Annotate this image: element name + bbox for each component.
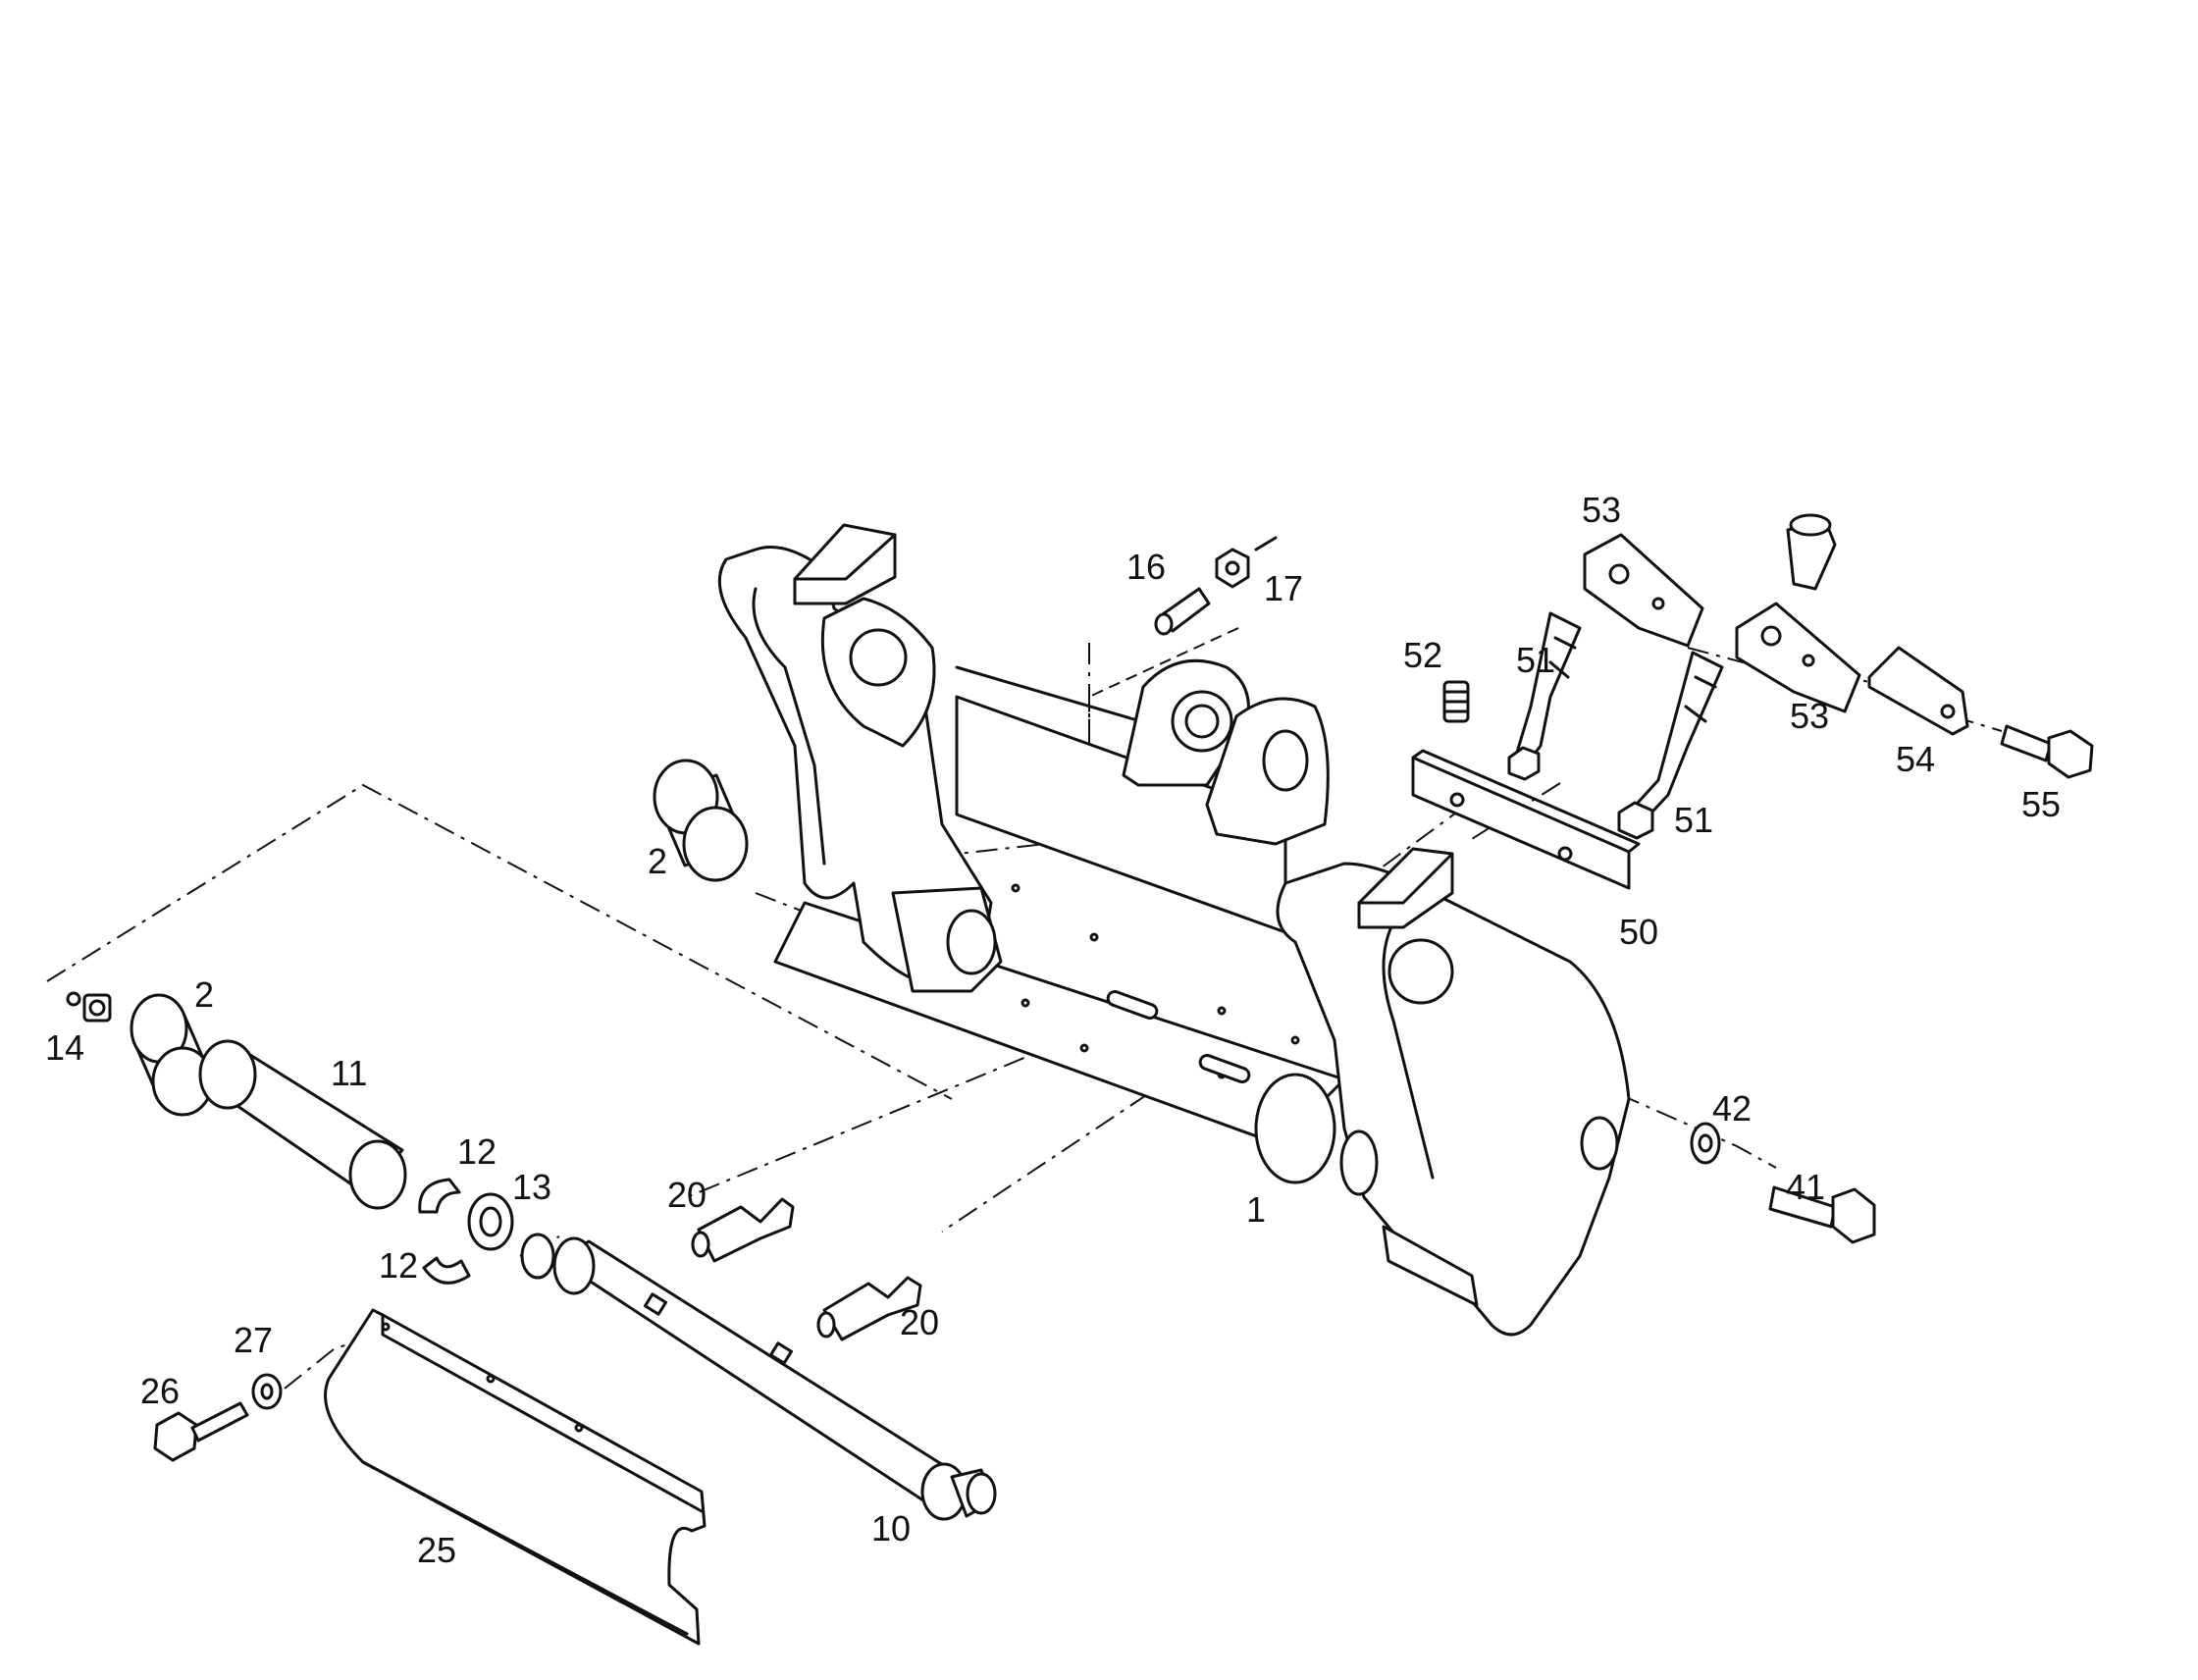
label-part-1: 1 — [1246, 1189, 1267, 1230]
label-part-26: 26 — [140, 1371, 181, 1411]
label-part-16: 16 — [1126, 547, 1167, 587]
half-ring-part-12-upper — [418, 1178, 461, 1214]
sleeve-part-11 — [198, 1039, 407, 1210]
bolt-part-41 — [1768, 1185, 1876, 1244]
plate-part-54 — [1867, 646, 1969, 736]
label-part-51-upper: 51 — [1516, 640, 1556, 680]
hose-part-51-upper — [1507, 611, 1582, 781]
cylinder-part-10 — [520, 1233, 997, 1521]
label-part-53-upper: 53 — [1582, 490, 1622, 530]
label-part-54: 54 — [1896, 739, 1936, 779]
label-part-14: 14 — [45, 1027, 85, 1068]
bar-part-50 — [1411, 749, 1641, 890]
spring-part-52 — [1442, 680, 1470, 723]
bushing-part-2-upper — [653, 759, 749, 882]
label-part-41: 41 — [1786, 1167, 1826, 1207]
label-part-20-upper: 20 — [667, 1175, 707, 1215]
label-part-52: 52 — [1403, 635, 1443, 675]
hose-part-51-lower — [1617, 651, 1724, 840]
washer-part-27 — [251, 1373, 283, 1410]
label-part-11: 11 — [331, 1053, 368, 1093]
nut-part-17 — [1215, 536, 1278, 589]
label-part-2-lower: 2 — [194, 974, 215, 1015]
label-part-2-upper: 2 — [648, 841, 668, 881]
stud-part-16 — [1154, 587, 1211, 636]
half-ring-part-12-lower — [422, 1256, 471, 1285]
label-part-27: 27 — [234, 1320, 274, 1360]
grease-nipple-part-14 — [66, 991, 112, 1023]
label-part-53-lower: 53 — [1790, 696, 1830, 736]
label-part-42: 42 — [1712, 1088, 1753, 1129]
bolt-part-26 — [153, 1401, 249, 1462]
label-part-20-lower: 20 — [900, 1302, 940, 1342]
main-frame-part-1 — [717, 523, 1631, 1337]
label-part-50: 50 — [1619, 912, 1659, 952]
label-part-25: 25 — [417, 1530, 457, 1570]
label-part-17: 17 — [1264, 568, 1304, 608]
guard-part-25 — [324, 1308, 706, 1646]
label-part-10: 10 — [871, 1508, 912, 1549]
pin-part-20-upper — [691, 1197, 795, 1263]
label-part-12-lower: 12 — [379, 1245, 419, 1286]
label-part-51-lower: 51 — [1674, 800, 1714, 840]
washer-part-13 — [467, 1192, 514, 1251]
label-part-13: 13 — [512, 1167, 552, 1207]
label-part-55: 55 — [2021, 784, 2062, 824]
sleeve-part-53-top — [1786, 513, 1837, 591]
pin-part-20-lower — [816, 1276, 922, 1341]
label-part-12-upper: 12 — [457, 1131, 497, 1172]
bolt-part-55 — [2000, 724, 2094, 779]
clamp-part-53-upper — [1583, 533, 1704, 648]
washer-part-42 — [1690, 1122, 1721, 1165]
clamp-part-53-lower — [1735, 602, 1861, 713]
